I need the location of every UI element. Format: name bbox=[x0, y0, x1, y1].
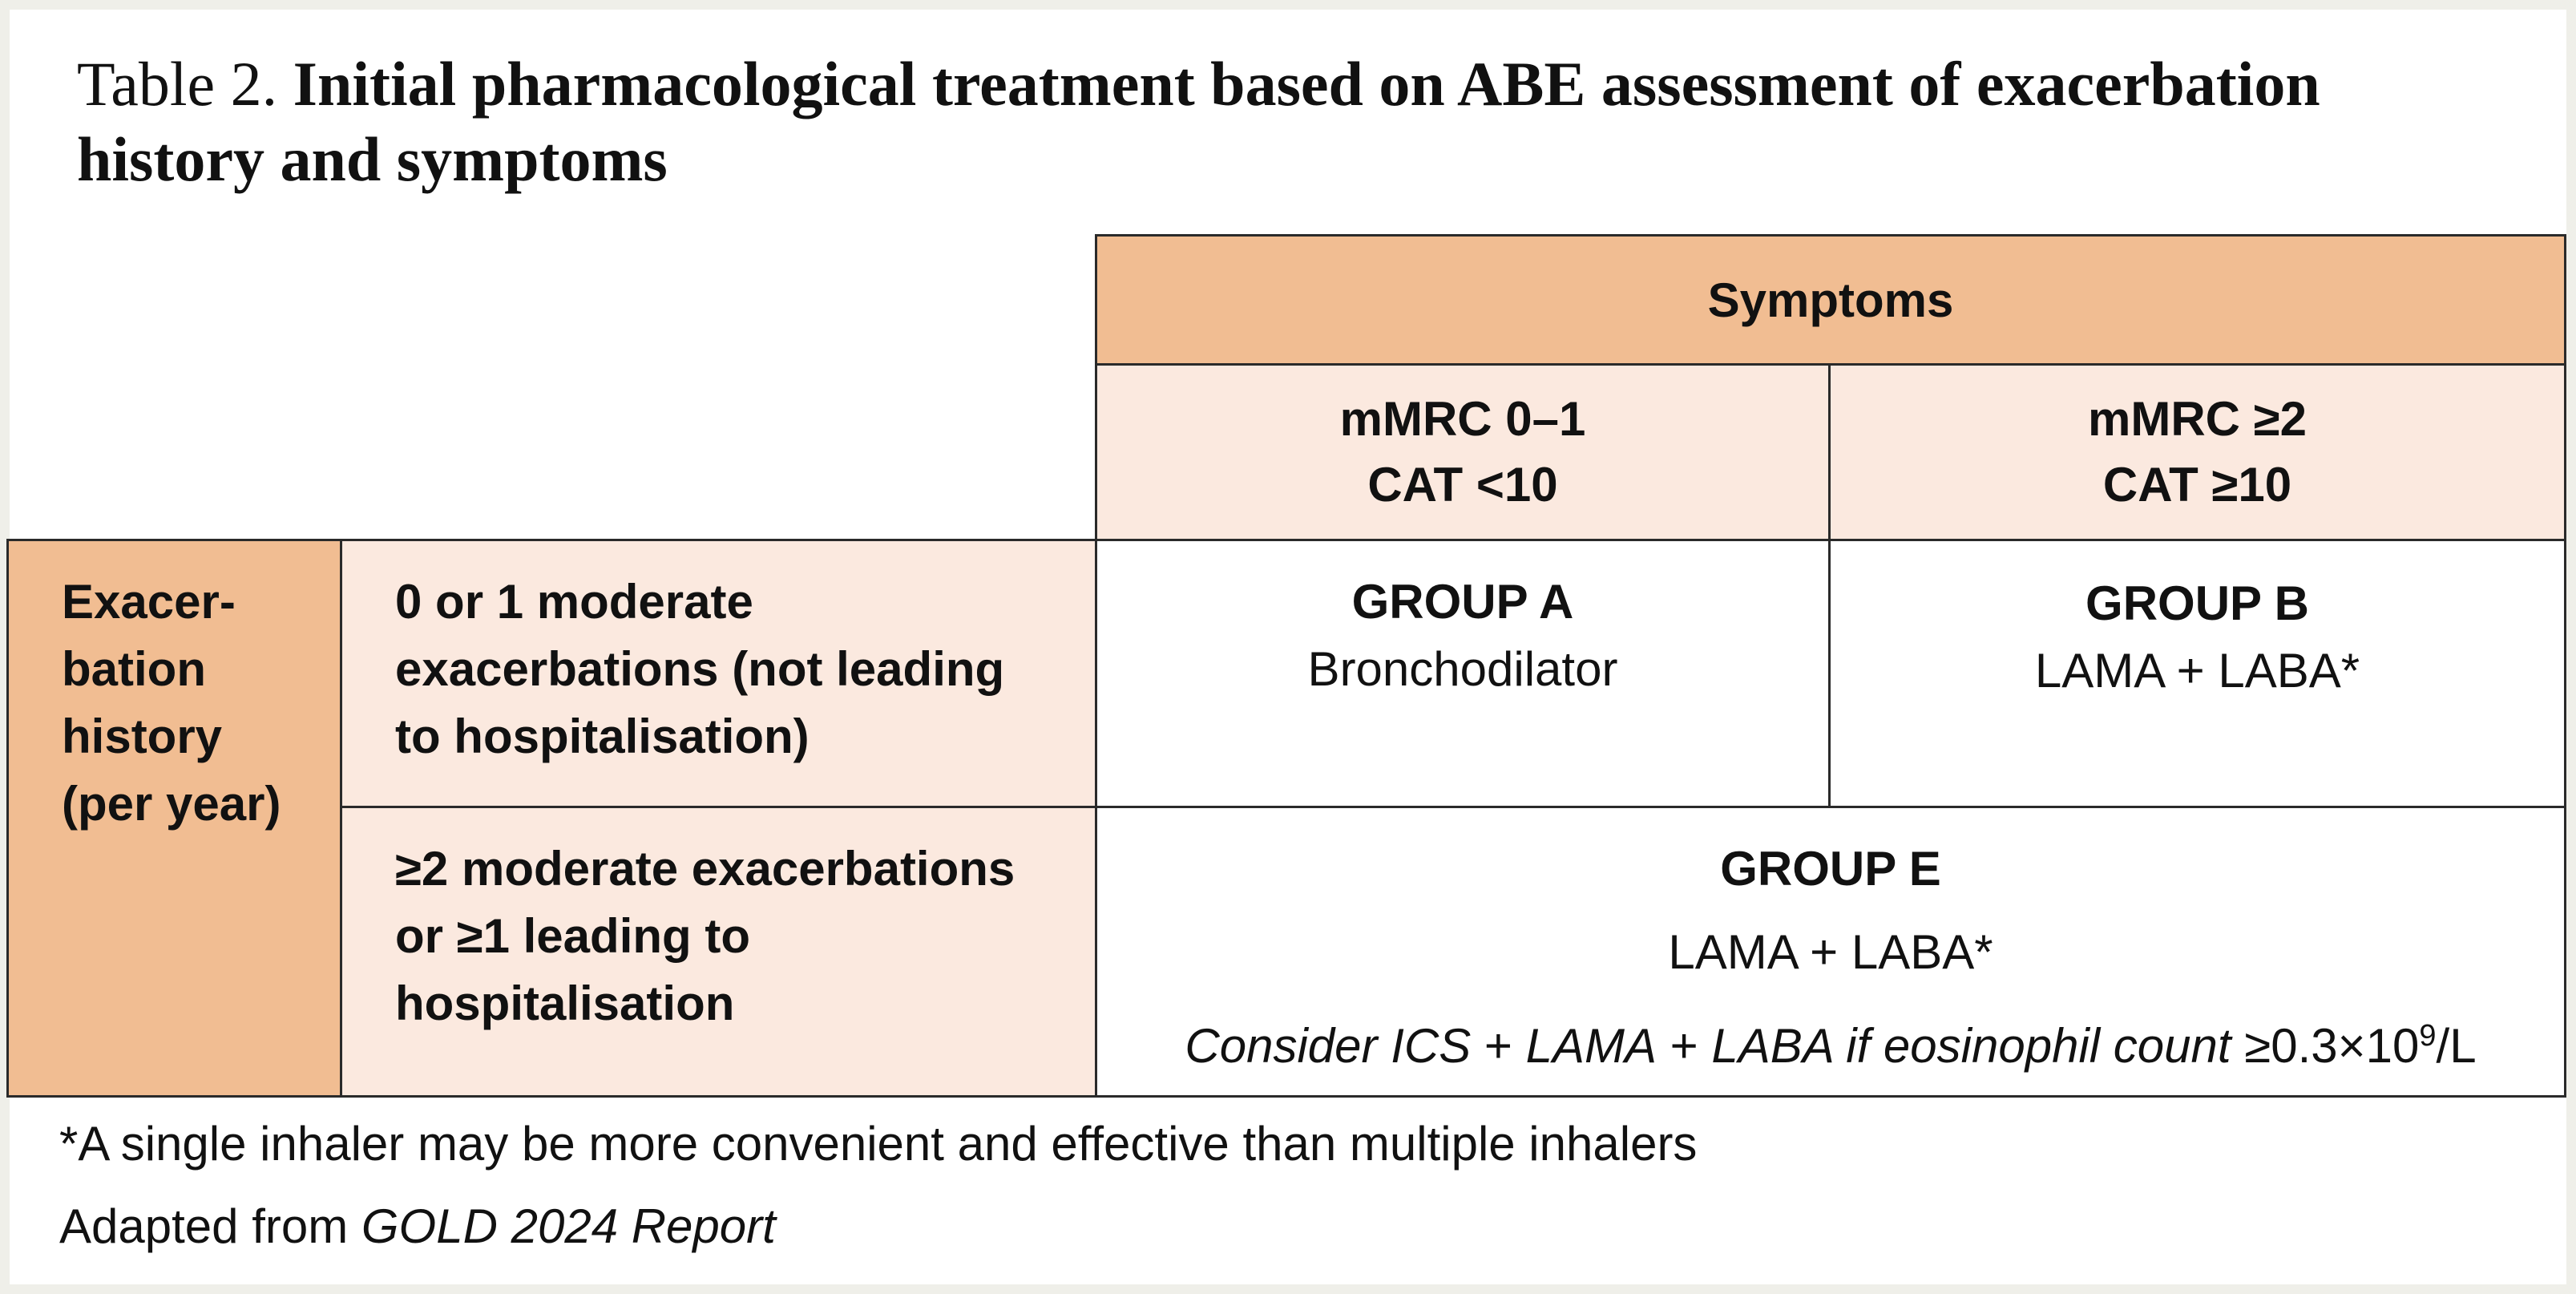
row-label-line: hospitalisation bbox=[395, 977, 735, 1030]
row-header-line: (per year) bbox=[62, 777, 281, 831]
column-header-line: CAT <10 bbox=[1367, 458, 1558, 512]
column-header-mmrc-2: mMRC ≥2 CAT ≥10 bbox=[1828, 363, 2566, 541]
row-label-line: ≥2 moderate exacerbations bbox=[395, 842, 1015, 896]
column-header-line: mMRC 0–1 bbox=[1339, 392, 1586, 446]
table-title: Table 2. Initial pharmacological treatme… bbox=[77, 47, 2481, 197]
row-label-2-or-more: ≥2 moderate exacerbations or ≥1 leading … bbox=[340, 806, 1097, 1098]
note-lama: LAMA bbox=[1525, 1019, 1657, 1073]
note-unit: /L bbox=[2436, 1019, 2477, 1073]
column-header-mmrc-0-1: mMRC 0–1 CAT <10 bbox=[1095, 363, 1831, 541]
row-header-line: bation bbox=[62, 642, 206, 696]
column-header-line: CAT ≥10 bbox=[2102, 458, 2292, 512]
source-report: GOLD 2024 Report bbox=[361, 1199, 776, 1253]
row-label-line: exacerbations (not leading bbox=[395, 642, 1005, 696]
group-b-cell: GROUP B LAMA + LABA* bbox=[1828, 539, 2566, 808]
row-label-0-or-1: 0 or 1 moderate exacerbations (not leadi… bbox=[340, 539, 1097, 808]
group-e-name: GROUP E bbox=[1720, 842, 1941, 896]
note-ics: Consider ICS bbox=[1185, 1019, 1472, 1073]
row-label-line: 0 or 1 moderate bbox=[395, 575, 753, 629]
group-a-name: GROUP A bbox=[1351, 575, 1574, 629]
note-threshold: ≥0.3×10 bbox=[2231, 1019, 2420, 1073]
footnote: *A single inhaler may be more convenient… bbox=[59, 1117, 1698, 1171]
row-header-line: Exacer- bbox=[62, 575, 236, 629]
column-header-line: mMRC ≥2 bbox=[2088, 392, 2307, 446]
note-laba: LABA bbox=[1711, 1019, 1833, 1073]
group-a-cell: GROUP A Bronchodilator bbox=[1095, 539, 1831, 808]
title-prefix: Table 2. bbox=[77, 49, 278, 119]
row-label-line: to hospitalisation) bbox=[395, 710, 810, 763]
exacerbation-history-header: Exacer- bation history (per year) bbox=[6, 539, 342, 1098]
row-label-line: or ≥1 leading to bbox=[395, 909, 750, 963]
group-e-cell: GROUP E LAMA + LABA* Consider ICS + LAMA… bbox=[1095, 806, 2566, 1098]
note-plus: + bbox=[1657, 1019, 1712, 1073]
source-line: Adapted from GOLD 2024 Report bbox=[59, 1193, 776, 1260]
group-b-name: GROUP B bbox=[2085, 576, 2309, 630]
symptoms-header: Symptoms bbox=[1095, 234, 2566, 366]
note-exponent: 9 bbox=[2419, 1019, 2437, 1053]
note-plus: + bbox=[1471, 1019, 1526, 1073]
group-e-treatment: LAMA + LABA* bbox=[1668, 925, 1993, 979]
title-main: Initial pharmacological treatment based … bbox=[77, 49, 2320, 194]
group-a-treatment: Bronchodilator bbox=[1307, 642, 1618, 696]
group-b-treatment: LAMA + LABA* bbox=[2034, 644, 2360, 698]
source-prefix: Adapted from bbox=[59, 1199, 361, 1253]
group-e-note: Consider ICS + LAMA + LABA if eosinophil… bbox=[1097, 1002, 2564, 1080]
note-condition: if eosinophil count bbox=[1832, 1019, 2231, 1073]
row-header-line: history bbox=[62, 710, 223, 763]
